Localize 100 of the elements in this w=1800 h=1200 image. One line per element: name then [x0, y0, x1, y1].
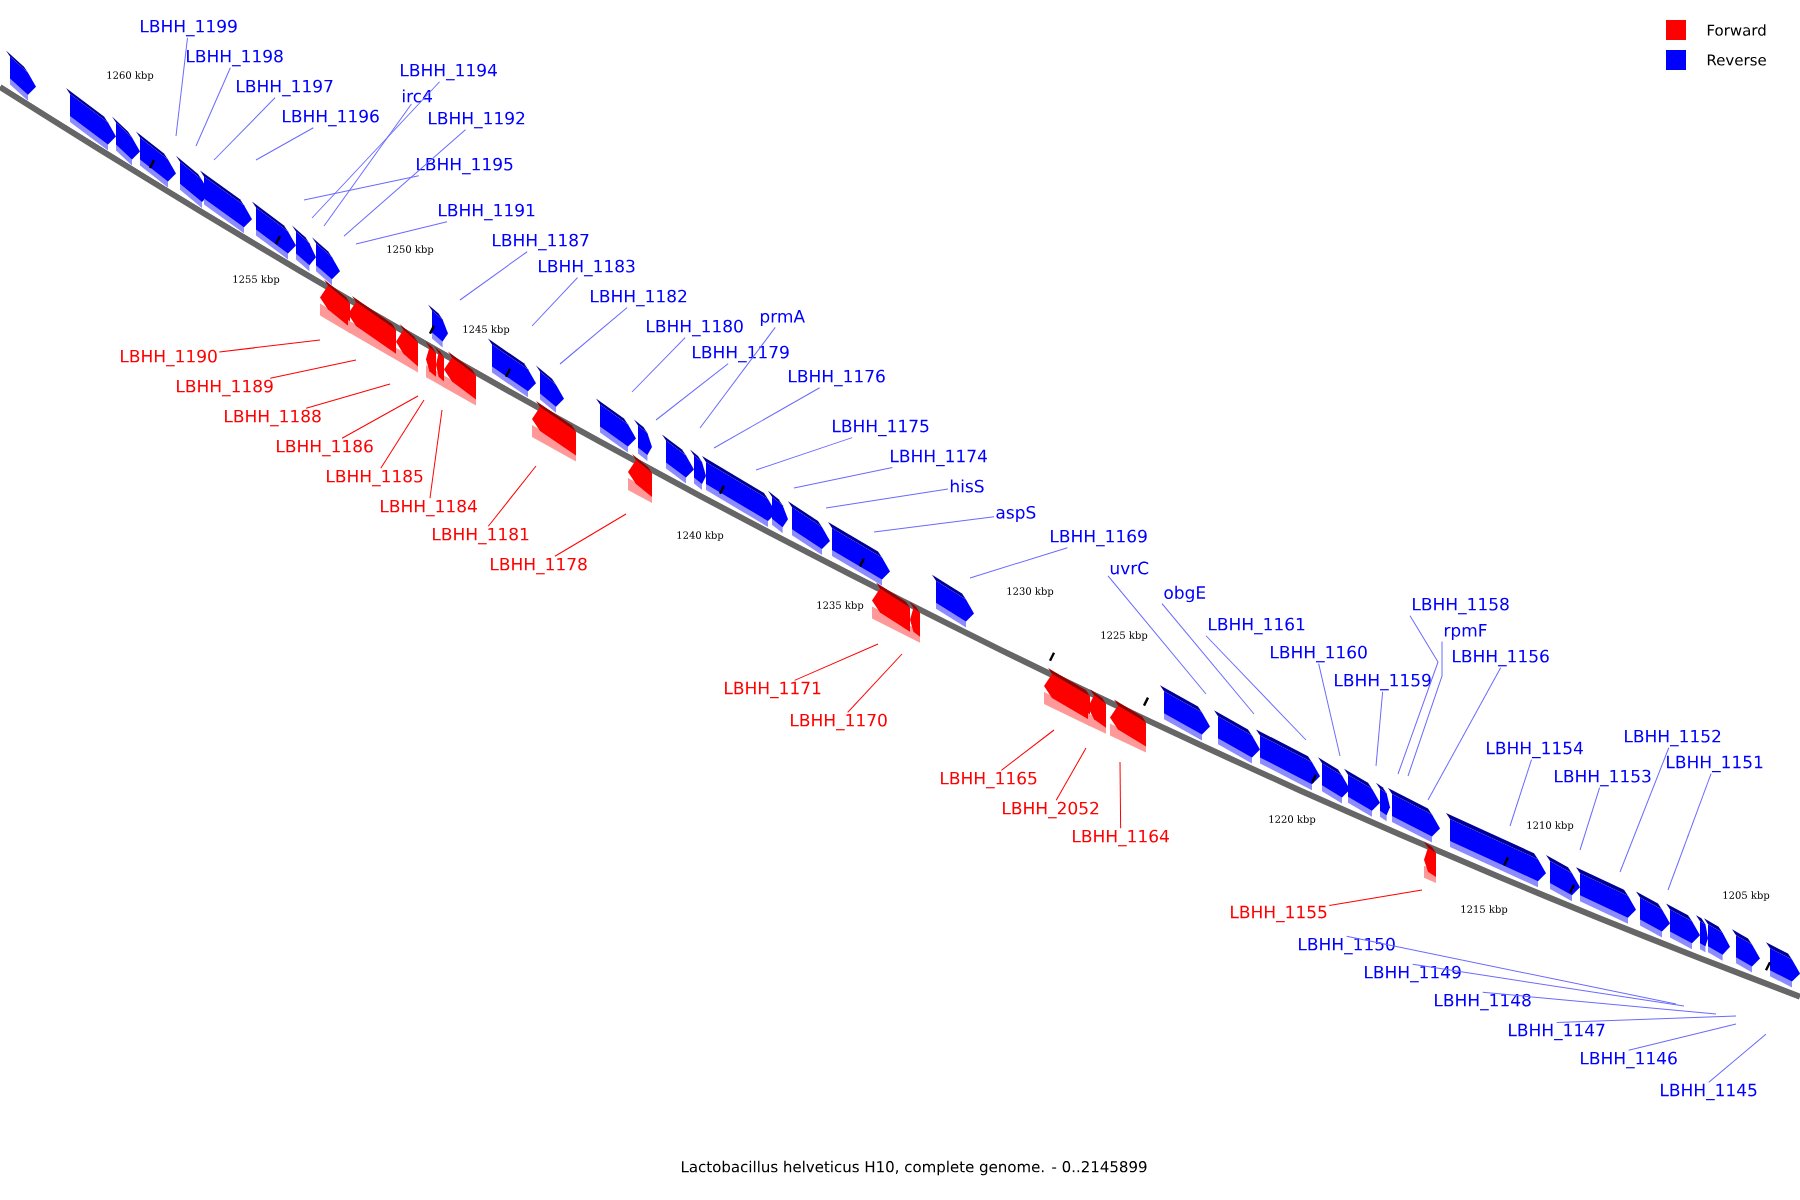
gene-label: LBHH_1196 [283, 109, 379, 127]
leader-line [213, 97, 276, 161]
gene-label: LBHH_1149 [1365, 965, 1461, 983]
leader-line [794, 643, 879, 681]
gene-label: LBHH_1165 [941, 771, 1037, 789]
gene-label: LBHH_1186 [277, 439, 373, 457]
leader-line [1397, 615, 1439, 775]
gene-label: LBHH_1179 [693, 345, 789, 363]
leader-line [343, 129, 467, 237]
gene-label: LBHH_1174 [891, 449, 987, 467]
gene-label: hisS [950, 479, 984, 493]
leader-line [487, 465, 537, 527]
leader-line [1509, 759, 1533, 827]
gene-label: LBHH_1164 [1073, 829, 1169, 847]
gene-label: LBHH_1161 [1209, 617, 1305, 635]
leader-line [559, 307, 628, 365]
leader-line [429, 409, 443, 499]
leader-line [355, 221, 448, 245]
leader-line [699, 326, 776, 429]
gene-label: LBHH_1151 [1667, 755, 1763, 773]
gene-label: LBHH_1181 [433, 527, 529, 545]
leader-line [1205, 635, 1307, 741]
leader-line [305, 383, 391, 409]
gene-label: LBHH_1156 [1453, 649, 1549, 667]
leader-line [303, 175, 420, 201]
leader-line [1318, 663, 1341, 757]
gene-label: LBHH_1185 [327, 469, 423, 487]
leader-line [847, 653, 903, 713]
leader-line [218, 339, 321, 353]
leader-line [1161, 603, 1255, 715]
gene-label: uvrC [1110, 561, 1149, 575]
gene-label: LBHH_2052 [1003, 801, 1099, 819]
gene-label: LBHH_1158 [1413, 597, 1509, 615]
gene-label: prmA [760, 310, 805, 326]
leader-line [631, 337, 686, 393]
gene-label: LBHH_1180 [647, 319, 743, 337]
leader-line [1619, 747, 1670, 873]
leader-line [531, 277, 578, 327]
gene-label: LBHH_1184 [381, 499, 477, 517]
gene-label: LBHH_1155 [1231, 905, 1327, 923]
gene-label: LBHH_1188 [225, 409, 321, 427]
gene-label: irc4 [403, 89, 432, 103]
gene-label: LBHH_1192 [429, 111, 525, 129]
leader-line [459, 251, 528, 301]
leader-line [341, 395, 419, 439]
gene-label: LBHH_1160 [1271, 645, 1367, 663]
gene-label: LBHH_1191 [439, 203, 535, 221]
gene-label: LBHH_1176 [789, 369, 885, 387]
gene-label: LBHH_1189 [177, 379, 273, 397]
gene-label: LBHH_1199 [141, 19, 237, 37]
gene-label: LBHH_1145 [1661, 1083, 1757, 1101]
gene-label: LBHH_1153 [1555, 769, 1651, 787]
gene-label: LBHH_1169 [1051, 529, 1147, 547]
gene-label: LBHH_1182 [591, 289, 687, 307]
leader-line [969, 547, 1068, 579]
leader-line [311, 81, 441, 219]
leader-line [1119, 761, 1122, 829]
gene-label: LBHH_1152 [1625, 729, 1721, 747]
gene-label: LBHH_1154 [1487, 741, 1583, 759]
gene-label: LBHH_1159 [1335, 673, 1431, 691]
leader-line [1667, 773, 1712, 891]
gene-label: LBHH_1148 [1435, 993, 1531, 1011]
gene-label: LBHH_1171 [725, 681, 821, 699]
leader-line [1000, 729, 1055, 771]
gene-label: LBHH_1175 [833, 419, 929, 437]
leader-line [655, 363, 729, 421]
leader-line [873, 516, 995, 533]
leader-line [1328, 889, 1423, 907]
gene-label: LBHH_1187 [493, 233, 589, 251]
gene-label: LBHH_1194 [401, 63, 497, 81]
leader-line [793, 467, 893, 489]
gene-label: aspS [996, 505, 1036, 523]
leader-line [1708, 1033, 1767, 1083]
leader-line [269, 359, 357, 379]
leader-line [323, 103, 412, 227]
gene-label: LBHH_1170 [791, 713, 887, 731]
gene-label: rpmF [1444, 624, 1487, 640]
leader-line [1628, 1023, 1737, 1051]
gene-label: LBHH_1150 [1299, 937, 1395, 955]
gene-label: LBHH_1195 [417, 157, 513, 175]
leader-line [1482, 991, 1717, 1015]
leader-line [195, 67, 231, 147]
leader-line [380, 399, 425, 469]
leader-line [825, 488, 949, 509]
leader-line [255, 127, 314, 161]
leader-line [554, 513, 627, 557]
gene-label: LBHH_1198 [187, 49, 283, 67]
leader-line [755, 437, 853, 471]
gene-label: LBHH_1146 [1581, 1051, 1677, 1069]
gene-label: LBHH_1183 [539, 259, 635, 277]
gene-label: LBHH_1178 [491, 557, 587, 575]
gene-label: LBHH_1190 [121, 349, 217, 367]
leader-line [1375, 691, 1384, 767]
gene-label: obgE [1164, 585, 1206, 603]
leader-line [1556, 1015, 1737, 1023]
leader-line [1412, 963, 1685, 1007]
leader-line [1346, 935, 1677, 1005]
leader-line [1055, 747, 1087, 801]
leader-line [1407, 640, 1443, 777]
gene-label: LBHH_1197 [237, 79, 333, 97]
